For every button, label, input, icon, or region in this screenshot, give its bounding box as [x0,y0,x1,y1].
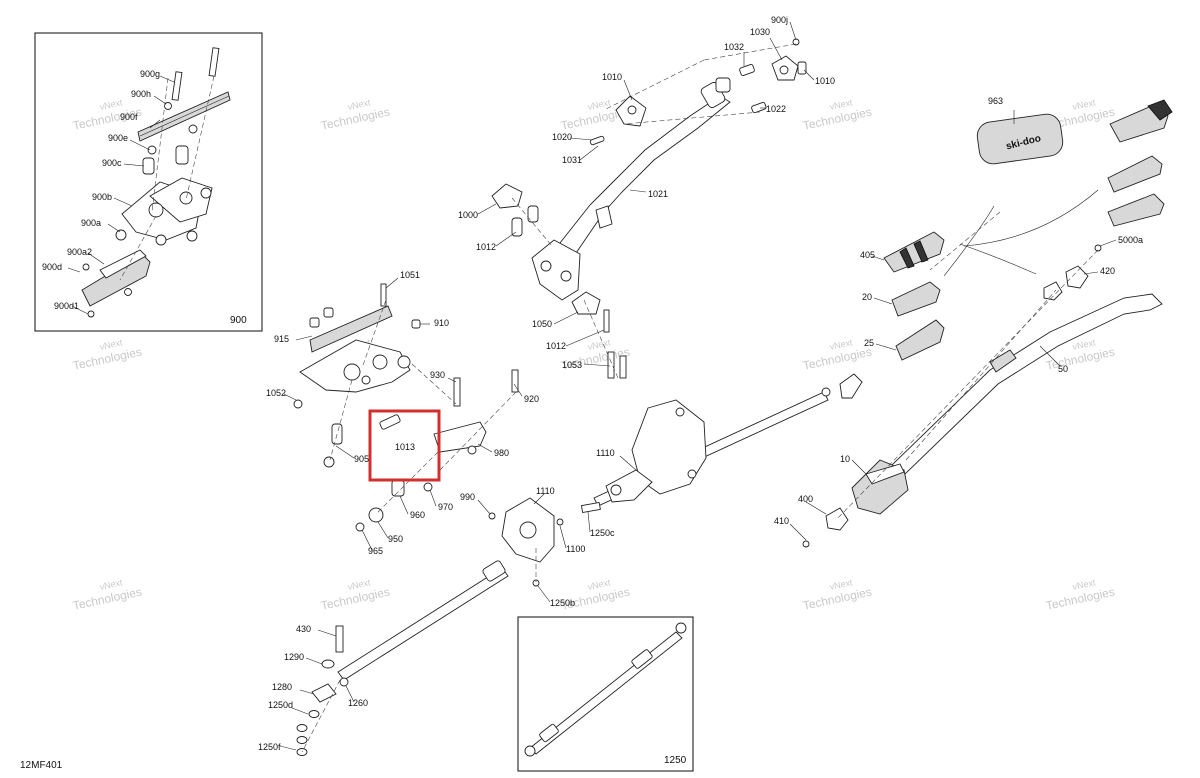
callout-900d: 900d [42,262,62,272]
highlight-box [368,409,441,482]
tie-rod-end-parts [296,625,349,756]
assembly-lines [119,43,1099,753]
callout-970: 970 [438,502,453,512]
steering-column-parts [491,38,807,379]
diagram-code: 12MF401 [20,760,63,771]
callout-1280: 1280 [272,682,292,692]
callout-950: 950 [388,534,403,544]
callout-1260: 1260 [348,698,368,708]
callout-1030: 1030 [750,27,770,37]
callout-50: 50 [1058,364,1068,374]
callout-1250f: 1250f [258,742,281,752]
svg-text:vNext: vNext [587,97,612,112]
handlebar-pad [976,113,1064,165]
callout-963: 963 [988,96,1003,106]
svg-text:vNext: vNext [829,97,854,112]
callout-930: 930 [430,370,445,380]
callout-410: 410 [774,516,789,526]
callout-980: 980 [494,448,509,458]
callout-1051: 1051 [400,270,420,280]
callout-1110: 1110 [536,486,555,496]
callout-900a: 900a [81,218,101,228]
callout-1010: 1010 [602,72,622,82]
svg-text:vNext: vNext [99,577,124,592]
callout-1053: 1053 [562,360,582,370]
callout-1250d: 1250d [268,700,293,710]
inset-900-parts [81,47,231,318]
callout-420: 420 [1100,266,1115,276]
inset-frame-1250 [517,616,694,772]
callout-1050: 1050 [532,319,552,329]
callout-20: 20 [862,292,872,302]
callout-405: 405 [860,250,875,260]
callout-1290: 1290 [284,652,304,662]
svg-text:vNext: vNext [1072,97,1097,112]
inset-1250-parts [524,622,687,757]
svg-text:vNext: vNext [347,577,372,592]
linkage-parts [337,373,863,681]
callout-1012: 1012 [546,341,566,351]
callout-905: 905 [354,454,369,464]
callout-1000: 1000 [458,210,478,220]
svg-text:vNext: vNext [99,97,124,112]
svg-text:vNext: vNext [587,337,612,352]
highlight-label: 1013 [395,442,415,452]
inset-label-900: 900 [230,315,247,326]
callout-1022: 1022 [766,104,786,114]
callout-900j: 900j [771,15,788,25]
callout-labels: 900g 900h 900f 900e 900c 900b 900a 900a2 900d 900… [42,15,1143,766]
callout-915: 915 [274,334,289,344]
svg-text:vNext: vNext [829,577,854,592]
callout-1031: 1031 [562,155,582,165]
inset-frame-900 [34,32,263,332]
svg-text:vNext: vNext [587,577,612,592]
callout-1020: 1020 [552,132,572,142]
svg-text:vNext: vNext [829,337,854,352]
callout-910: 910 [434,318,449,328]
callout-900c: 900c [102,158,122,168]
callout-1021: 1021 [648,189,668,199]
callout-900d1: 900d1 [54,301,79,311]
callout-1010: 1010 [815,76,835,86]
callout-965: 965 [368,546,383,556]
callout-430: 430 [296,624,311,634]
callout-1012: 1012 [476,242,496,252]
bracket-group-parts [293,283,519,532]
callout-10: 10 [840,454,850,464]
svg-text:vNext: vNext [99,337,124,352]
leader-lines [67,21,1117,751]
handlebar-parts: ski-doo [802,99,1173,548]
svg-text:vNext: vNext [347,97,372,112]
callout-960: 960 [410,510,425,520]
callout-1250c: 1250c [590,528,615,538]
svg-text:vNext: vNext [1072,337,1097,352]
callout-1032: 1032 [724,42,744,52]
callout-900f: 900f [120,112,138,122]
callout-900e: 900e [108,133,128,143]
callout-1110: 1110 [596,448,615,458]
callout-1052: 1052 [266,388,286,398]
callout-900g: 900g [140,69,160,79]
callout-25: 25 [864,338,874,348]
callout-900a2: 900a2 [67,247,92,257]
inset-label-1250: 1250 [664,755,687,766]
callout-400: 400 [798,494,813,504]
svg-text:vNext: vNext [1072,577,1097,592]
callout-5000a: 5000a [1118,235,1143,245]
callout-1100: 1100 [566,544,585,554]
callout-900h: 900h [131,89,151,99]
callout-900b: 900b [92,192,112,202]
callout-920: 920 [524,394,539,404]
callout-1250b: 1250b [550,598,575,608]
callout-990: 990 [460,492,475,502]
